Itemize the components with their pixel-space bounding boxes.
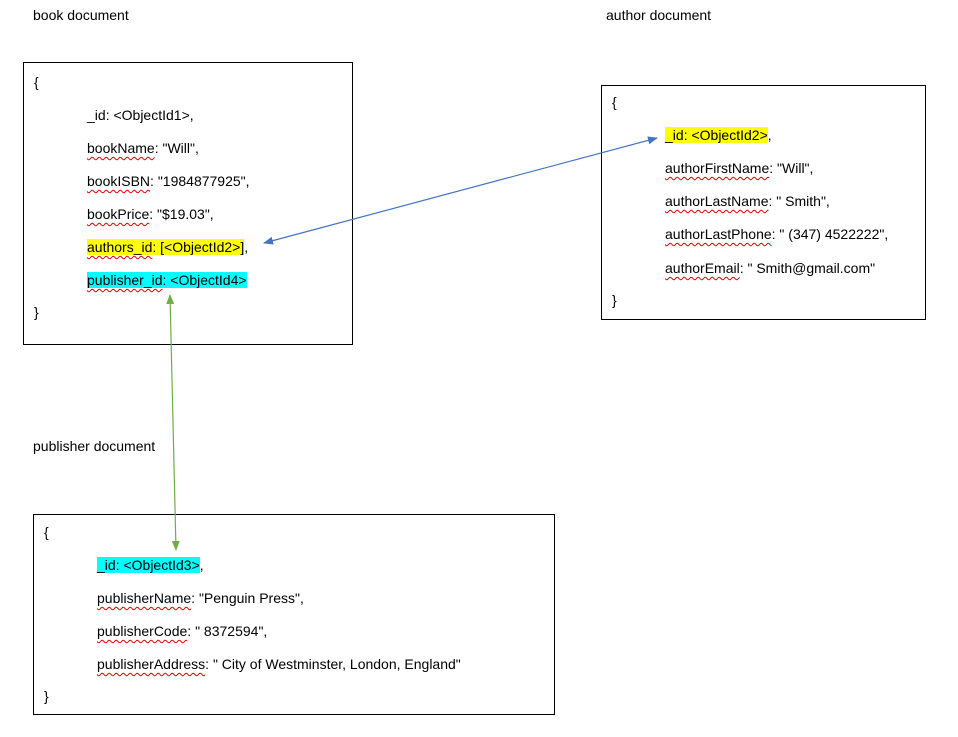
- author-first-name-value: : "Will",: [769, 160, 814, 176]
- author-id-field: _id: <ObjectId2>,: [665, 127, 772, 143]
- publisher-id-field: _id: <ObjectId3>,: [97, 557, 204, 573]
- book-authors-comma: ,: [244, 239, 249, 255]
- book-publisher-highlight: publisher_id: <ObjectId4>: [87, 272, 247, 288]
- publisher-id-key: _id: [97, 557, 116, 573]
- publisher-address-value: : " City of Westminster, London, England…: [205, 656, 461, 672]
- author-last-name-key: authorLastName: [665, 193, 769, 209]
- author-phone-key: authorLastPhone: [665, 226, 772, 242]
- book-price-field: bookPrice: "$19.03",: [87, 206, 214, 222]
- author-close-brace: }: [612, 292, 617, 308]
- publisher-document-caption: publisher document: [33, 438, 156, 454]
- publisher-code-key: publisherCode: [97, 623, 188, 639]
- book-close-brace: }: [34, 304, 39, 320]
- book-isbn-key: bookISBN: [87, 173, 151, 189]
- publisher-close-brace: }: [44, 688, 49, 704]
- publisher-address-field: publisherAddress: " City of Westminster,…: [97, 656, 461, 672]
- book-price-value: : "$19.03",: [149, 206, 214, 222]
- publisher-id-comma: ,: [199, 557, 204, 573]
- author-document-caption: author document: [606, 7, 712, 23]
- publisher-open-brace: {: [44, 524, 49, 540]
- publisher-name-field: publisherName: "Penguin Press",: [97, 590, 304, 606]
- author-id-value: : <ObjectId2>: [683, 127, 768, 143]
- book-authors-key: authors_id: [87, 239, 153, 255]
- book-price-key: bookPrice: [87, 206, 150, 222]
- book-isbn-field: bookISBN: "1984877925",: [87, 173, 250, 189]
- book-authors-highlight: authors_id: [<ObjectId2>]: [87, 239, 245, 255]
- book-name-value: : "Will",: [154, 140, 199, 156]
- book-id-field: _id: <ObjectId1>,: [87, 107, 194, 123]
- publisher-id-value: : <ObjectId3>: [115, 557, 200, 573]
- book-id-key: _id: [87, 107, 106, 123]
- author-phone-value: : " (347) 4522222",: [771, 226, 889, 242]
- publisher-address-key: publisherAddress: [97, 656, 206, 672]
- book-open-brace: {: [34, 74, 39, 90]
- author-phone-field: authorLastPhone: " (347) 4522222",: [665, 226, 888, 242]
- author-open-brace: {: [612, 94, 617, 110]
- book-authors-field: authors_id: [<ObjectId2>],: [87, 239, 248, 255]
- publisher-name-value: : "Penguin Press",: [191, 590, 304, 606]
- author-id-comma: ,: [767, 127, 772, 143]
- book-publisher-key: publisher_id: [87, 272, 163, 288]
- author-first-name-key: authorFirstName: [665, 160, 770, 176]
- publisher-name-key: publisherName: [97, 590, 192, 606]
- book-name-field: bookName: "Will",: [87, 140, 199, 156]
- book-publisher-field: publisher_id: <ObjectId4>: [87, 272, 247, 288]
- book-authors-value: : [<ObjectId2>]: [152, 239, 245, 255]
- author-email-field: authorEmail: " Smith@gmail.com": [665, 260, 875, 276]
- author-email-value: : " Smith@gmail.com": [739, 260, 876, 276]
- publisher-code-field: publisherCode: " 8372594",: [97, 623, 267, 639]
- book-isbn-value: : "1984877925",: [150, 173, 250, 189]
- book-publisher-value: : <ObjectId4>: [162, 272, 247, 288]
- publisher-document-box: { _id: <ObjectId3>, publisherName: "Peng…: [33, 514, 555, 715]
- book-id-value: : <ObjectId1>,: [105, 107, 194, 123]
- publisher-id-highlight: _id: <ObjectId3>: [97, 557, 200, 573]
- book-document-caption: book document: [33, 7, 129, 23]
- author-document-box: { _id: <ObjectId2>, authorFirstName: "Wi…: [601, 85, 926, 320]
- book-name-key: bookName: [87, 140, 155, 156]
- author-id-key: _id: [665, 127, 684, 143]
- author-email-key: authorEmail: [665, 260, 740, 276]
- book-document-box: { _id: <ObjectId1>, bookName: "Will", bo…: [23, 62, 353, 345]
- author-last-name-value: : " Smith",: [768, 193, 830, 209]
- author-first-name-field: authorFirstName: "Will",: [665, 160, 813, 176]
- author-last-name-field: authorLastName: " Smith",: [665, 193, 830, 209]
- publisher-code-value: : " 8372594",: [187, 623, 268, 639]
- author-id-highlight: _id: <ObjectId2>: [665, 127, 768, 143]
